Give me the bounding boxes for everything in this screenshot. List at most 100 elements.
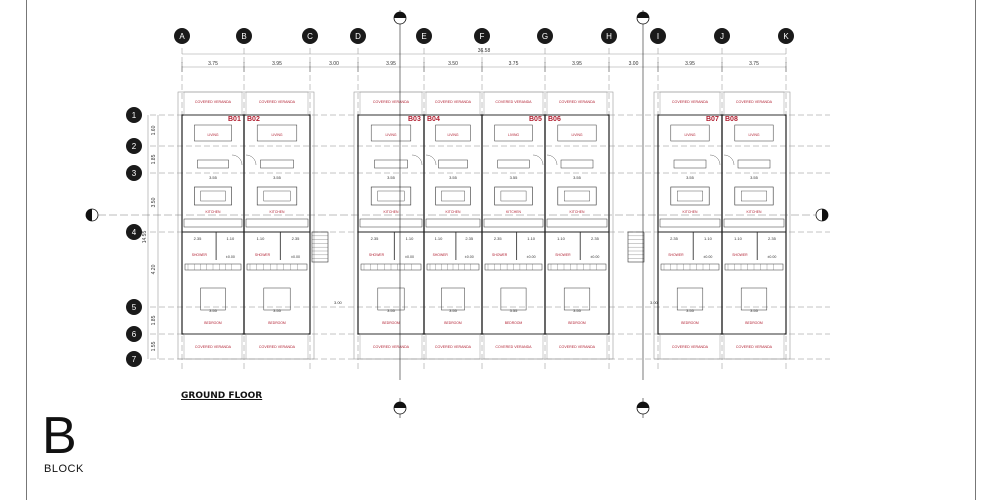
unit-b03-bed-icon — [377, 287, 405, 311]
span-dim-6: 3.95 — [572, 61, 582, 67]
unit-b01-veranda-bottom-label: COVERED VERANDA — [195, 345, 232, 349]
row-dim-5: 1.55 — [151, 341, 157, 351]
unit-b03-dining-table-icon — [370, 186, 412, 206]
unit-b04-counter-icon — [425, 218, 481, 228]
unit-b04-shower-label: SHOWER — [433, 253, 449, 257]
grid-bubble-label-5: 5 — [132, 303, 137, 312]
grid-bubble-label-3: 3 — [132, 169, 137, 178]
unit-b07-bedroom-dim: 3.55 — [686, 308, 695, 313]
unit-b02-bed-icon — [263, 287, 291, 311]
unit-b04-veranda-bottom-label: COVERED VERANDA — [435, 345, 472, 349]
unit-b03-level-mark: ±0.00 — [405, 255, 414, 259]
section-marker-fill-1 — [637, 12, 649, 18]
grid-bubble-label-H: H — [606, 32, 612, 41]
grid-bubble-H — [601, 28, 617, 44]
unit-b05-bath-dim-b: 1.10 — [527, 236, 536, 241]
grid-bubble-A — [174, 28, 190, 44]
grid-bubble-K — [778, 28, 794, 44]
unit-b05-living-label: LIVING — [508, 133, 519, 137]
unit-b05-table-top-icon — [500, 190, 527, 202]
unit-b02-veranda-bottom — [245, 333, 309, 360]
grid-bubble-2 — [126, 138, 142, 154]
unit-b06-shower-label: SHOWER — [555, 253, 571, 257]
unit-b04-level-mark: ±0.00 — [465, 255, 474, 259]
unit-b03-bedroom-dim: 3.55 — [387, 308, 396, 313]
span-dim-4: 3.50 — [448, 61, 458, 67]
section-marker-fill-3 — [637, 402, 649, 408]
unit-b03-tv-icon — [374, 159, 408, 169]
unit-b03-counter-icon — [359, 218, 423, 228]
unit-b04-sofa-icon — [435, 124, 471, 142]
stair-0 — [311, 231, 329, 263]
unit-b04-bed-icon — [441, 287, 465, 311]
stair-1 — [627, 231, 645, 263]
span-dim-9: 3.75 — [749, 61, 759, 67]
stair-0-level: 3.00 — [334, 300, 343, 305]
unit-b03-veranda-bottom — [359, 333, 423, 360]
grid-bubble-label-1: 1 — [132, 111, 137, 120]
unit-b07-veranda-top-label: COVERED VERANDA — [672, 100, 709, 104]
unit-b03-bath-dim-a: 2.35 — [371, 236, 380, 241]
grid-bubble-label-E: E — [421, 32, 426, 41]
grid-bubble-label-4: 4 — [132, 228, 137, 237]
unit-b05-veranda-bottom — [483, 333, 544, 360]
row-dim-3: 4.20 — [151, 264, 157, 274]
unit-b06-bath-dim-a: 1.10 — [557, 236, 566, 241]
unit-b02-bath-dim-a: 1.10 — [257, 236, 266, 241]
unit-b05-veranda-top-label: COVERED VERANDA — [495, 100, 532, 104]
grid-bubble-J — [714, 28, 730, 44]
grid-bubble-F — [474, 28, 490, 44]
span-dim-1: 3.95 — [272, 61, 282, 67]
unit-b08-sofa-icon — [734, 124, 774, 142]
span-dim-3: 3.95 — [386, 61, 396, 67]
span-dim-7: 3.00 — [629, 61, 639, 67]
grid-bubble-B — [236, 28, 252, 44]
walls — [177, 91, 791, 360]
unit-b02-tv-icon — [260, 159, 294, 169]
unit-b05-veranda-bottom-label: COVERED VERANDA — [495, 345, 532, 349]
unit-b02-veranda-bottom-label: COVERED VERANDA — [259, 345, 296, 349]
unit-b08-kitchen-label: KITCHEN — [747, 210, 762, 214]
unit-b08-bed-icon — [740, 287, 768, 311]
block-word: BLOCK — [44, 463, 84, 475]
unit-b01-bed-icon — [200, 287, 226, 311]
grid-bubble-5 — [126, 299, 142, 315]
section-marker-fill-2 — [394, 402, 406, 408]
unit-b03-kitchen-label: KITCHEN — [384, 210, 399, 214]
unit-b08-tv-icon — [737, 159, 771, 169]
unit-b06-veranda-top-label: COVERED VERANDA — [559, 100, 596, 104]
unit-b02-table-top-icon — [263, 190, 291, 202]
unit-b03-bedroom-label: BEDROOM — [382, 321, 400, 325]
unit-b07-bedroom-label: BEDROOM — [681, 321, 699, 325]
unit-b05-tv-icon — [497, 159, 530, 169]
unit-b02-veranda-top-label: COVERED VERANDA — [259, 100, 296, 104]
unit-b04-bedroom-dim: 3.55 — [449, 308, 458, 313]
unit-b01-dining-table-icon — [194, 186, 232, 206]
unit-b05-level-mark: ±0.00 — [527, 255, 536, 259]
unit-b08-level-mark: ±0.00 — [767, 255, 776, 259]
span-dim-5: 3.75 — [509, 61, 519, 67]
grid-bubble-label-J: J — [720, 32, 724, 41]
unit-b02-sofa-icon — [256, 124, 298, 142]
unit-b07-label: B07 — [706, 116, 719, 123]
unit-b03-walls — [357, 114, 425, 335]
unit-b03-table-top-icon — [377, 190, 405, 202]
unit-b08-counter-icon — [723, 218, 785, 228]
grid-bubble-D — [350, 28, 366, 44]
unit-b02-walls — [243, 114, 311, 335]
unit-b07-table-top-icon — [677, 190, 704, 202]
unit-b07-level-mark: ±0.00 — [703, 255, 712, 259]
unit-b08-veranda-bottom-label: COVERED VERANDA — [736, 345, 773, 349]
span-dim-0: 3.75 — [208, 61, 218, 67]
grid-bubble-4 — [126, 224, 142, 240]
unit-b08-living-label: LIVING — [748, 133, 759, 137]
unit-b01-shower-label: SHOWER — [192, 253, 208, 257]
unit-b04-veranda-top-label: COVERED VERANDA — [435, 100, 472, 104]
grid-bubble-1 — [126, 107, 142, 123]
grid-bubble-label-F: F — [480, 32, 485, 41]
unit-b03-living-label: LIVING — [385, 133, 396, 137]
section-marker-fill-0 — [394, 12, 406, 18]
elev-marker-fill-0 — [86, 209, 92, 221]
unit-b01-label: B01 — [228, 116, 241, 123]
